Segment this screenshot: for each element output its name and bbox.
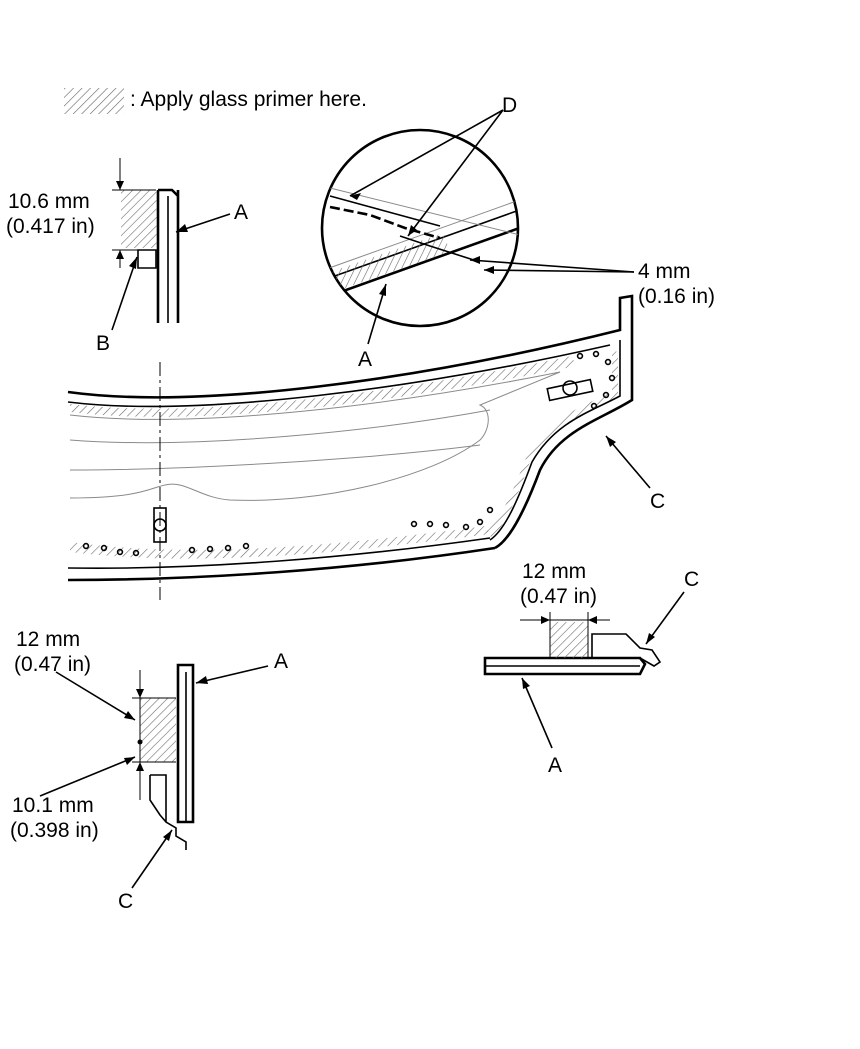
dim-detail-mm: 4 mm [638,260,691,283]
windshield-glass: C [67,294,665,600]
callout-d: D [502,94,517,117]
primer-zone [121,190,157,248]
section-right: 12 mm (0.47 in) C A [483,560,699,777]
dim-bottom-left-bottom-in: (0.398 in) [10,819,99,842]
dim-bottom-left-bottom-mm: 10.1 mm [12,794,94,817]
callout-a-right: A [548,754,562,777]
legend: : Apply glass primer here. [64,88,367,114]
legend-text: : Apply glass primer here. [130,88,367,111]
section-bottom-left: 12 mm (0.47 in) 10.1 mm (0.398 in) A C [10,628,288,913]
callout-c-main: C [650,490,665,513]
callout-a-top-left: A [234,201,248,224]
section-top-left: 10.6 mm (0.417 in) A B [6,158,248,355]
callout-a-detail: A [358,348,372,371]
primer-hatch-swatch [64,88,124,114]
callout-c-bottom-left: C [118,890,133,913]
dim-detail-in: (0.16 in) [638,285,715,308]
callout-c-right: C [684,568,699,591]
primer-zone [550,622,588,658]
dim-top-left-in: (0.417 in) [6,215,95,238]
dim-right-mm: 12 mm [522,560,586,583]
detail-circle: D 4 mm (0.16 in) A [320,94,715,371]
dim-right-in: (0.47 in) [520,585,597,608]
callout-a-bottom-left: A [274,650,288,673]
dim-bottom-left-top-mm: 12 mm [16,628,80,651]
dim-top-left-mm: 10.6 mm [8,190,90,213]
primer-zone [140,698,176,762]
callout-b: B [96,332,110,355]
dim-bottom-left-top-in: (0.47 in) [14,653,91,676]
